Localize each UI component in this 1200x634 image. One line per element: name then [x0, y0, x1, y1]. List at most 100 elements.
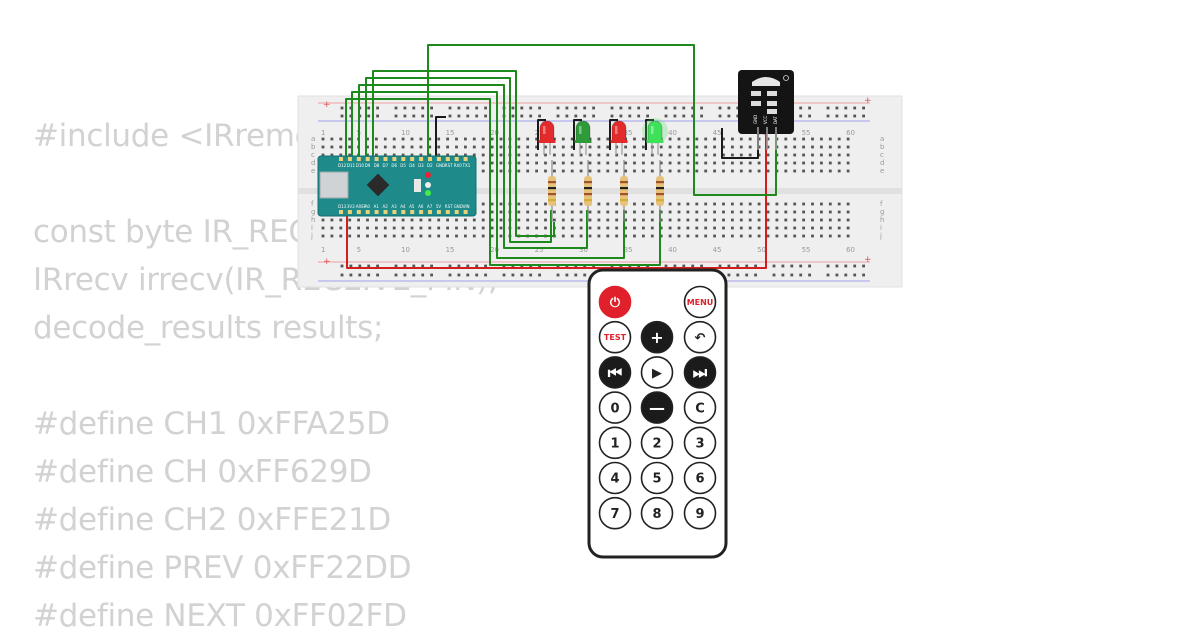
breadboard-hole[interactable] — [561, 226, 565, 230]
remote-button[interactable]: — — [640, 391, 674, 424]
rail-hole[interactable] — [403, 106, 407, 110]
rail-hole[interactable] — [862, 264, 865, 268]
reset-button[interactable] — [414, 179, 421, 192]
breadboard-hole[interactable] — [775, 210, 779, 214]
rail-hole[interactable] — [727, 114, 731, 118]
breadboard-hole[interactable] — [828, 169, 832, 173]
breadboard-hole[interactable] — [588, 145, 592, 149]
rail-hole[interactable] — [376, 114, 379, 118]
arduino-pin[interactable] — [356, 210, 361, 214]
breadboard-hole[interactable] — [535, 145, 538, 149]
breadboard-hole[interactable] — [561, 234, 565, 238]
breadboard-hole[interactable] — [731, 210, 734, 214]
breadboard-hole[interactable] — [597, 137, 601, 141]
breadboard-hole[interactable] — [606, 226, 610, 230]
rail-hole[interactable] — [853, 106, 857, 110]
rail-hole[interactable] — [745, 273, 749, 277]
breadboard-hole[interactable] — [517, 218, 521, 222]
breadboard-hole[interactable] — [348, 234, 352, 238]
remote-button[interactable]: C — [683, 391, 717, 424]
rail-hole[interactable] — [556, 114, 560, 118]
breadboard-hole[interactable] — [446, 234, 449, 238]
remote-button[interactable]: ↶ — [683, 320, 717, 354]
breadboard-hole[interactable] — [366, 137, 369, 141]
breadboard-hole[interactable] — [704, 226, 708, 230]
remote-button[interactable]: 8 — [640, 496, 674, 530]
breadboard-hole[interactable] — [802, 210, 805, 214]
rail-hole[interactable] — [826, 264, 830, 268]
wire-led-1b[interactable] — [372, 70, 555, 237]
rail-hole[interactable] — [421, 114, 425, 118]
rail-hole[interactable] — [853, 114, 857, 118]
breadboard-hole[interactable] — [606, 210, 610, 214]
breadboard-hole[interactable] — [544, 145, 547, 149]
breadboard-hole[interactable] — [731, 218, 734, 222]
breadboard-hole[interactable] — [677, 153, 681, 157]
wire-led-2[interactable] — [358, 84, 588, 249]
rail-hole[interactable] — [628, 114, 632, 118]
breadboard-hole[interactable] — [766, 226, 770, 230]
rail-hole[interactable] — [565, 114, 569, 118]
breadboard-hole[interactable] — [846, 153, 850, 157]
breadboard-hole[interactable] — [748, 218, 752, 222]
breadboard-hole[interactable] — [597, 210, 601, 214]
breadboard-hole[interactable] — [677, 234, 681, 238]
breadboard-hole[interactable] — [659, 218, 663, 222]
breadboard-hole[interactable] — [668, 161, 672, 165]
breadboard-hole[interactable] — [499, 210, 503, 214]
rail-hole[interactable] — [646, 106, 649, 110]
breadboard-hole[interactable] — [766, 234, 770, 238]
breadboard-hole[interactable] — [837, 169, 841, 173]
breadboard-hole[interactable] — [677, 226, 681, 230]
arduino-pin[interactable] — [428, 157, 432, 161]
breadboard-hole[interactable] — [793, 234, 797, 238]
breadboard-hole[interactable] — [766, 210, 770, 214]
rail-hole[interactable] — [736, 273, 740, 277]
rail-hole[interactable] — [367, 114, 371, 118]
resistor[interactable] — [548, 176, 556, 206]
rail-hole[interactable] — [673, 264, 677, 268]
breadboard-hole[interactable] — [659, 145, 663, 149]
breadboard-hole[interactable] — [553, 145, 556, 149]
rail-hole[interactable] — [475, 106, 479, 110]
breadboard-hole[interactable] — [597, 234, 601, 238]
breadboard-hole[interactable] — [677, 145, 681, 149]
breadboard-hole[interactable] — [766, 169, 770, 173]
rail-hole[interactable] — [538, 273, 541, 277]
breadboard-hole[interactable] — [517, 161, 521, 165]
breadboard-hole[interactable] — [499, 218, 503, 222]
rail-hole[interactable] — [511, 114, 515, 118]
arduino-pin[interactable] — [410, 210, 415, 214]
wire-gnd-led2[interactable] — [573, 119, 582, 150]
rail-hole[interactable] — [529, 114, 533, 118]
breadboard-hole[interactable] — [490, 145, 494, 149]
breadboard-hole[interactable] — [544, 226, 547, 230]
breadboard-hole[interactable] — [455, 153, 458, 157]
rail-hole[interactable] — [475, 273, 479, 277]
breadboard-hole[interactable] — [490, 161, 494, 165]
rail-hole[interactable] — [349, 114, 353, 118]
rail-hole[interactable] — [376, 264, 379, 268]
breadboard-hole[interactable] — [828, 202, 832, 206]
rail-hole[interactable] — [691, 114, 695, 118]
breadboard-hole[interactable] — [579, 218, 583, 222]
rail-hole[interactable] — [718, 106, 722, 110]
rail-hole[interactable] — [376, 273, 379, 277]
rail-hole[interactable] — [358, 264, 362, 268]
breadboard-hole[interactable] — [828, 145, 832, 149]
breadboard-hole[interactable] — [793, 137, 797, 141]
breadboard-hole[interactable] — [748, 202, 752, 206]
wire-gnd-led4[interactable] — [645, 119, 654, 150]
breadboard-hole[interactable] — [321, 137, 325, 141]
remote-button[interactable]: 2 — [640, 426, 674, 460]
breadboard-hole[interactable] — [517, 210, 521, 214]
rail-hole[interactable] — [754, 273, 757, 277]
breadboard-hole[interactable] — [642, 218, 645, 222]
rail-hole[interactable] — [808, 264, 811, 268]
breadboard-hole[interactable] — [668, 210, 672, 214]
breadboard-hole[interactable] — [846, 145, 850, 149]
rail-hole[interactable] — [754, 264, 757, 268]
arduino-pin[interactable] — [392, 157, 397, 161]
breadboard-hole[interactable] — [597, 169, 601, 173]
